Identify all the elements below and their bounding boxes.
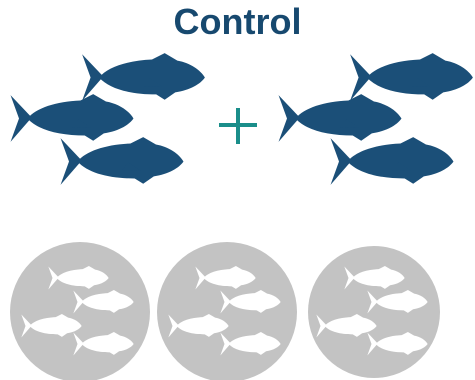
petri-dish-icon xyxy=(157,242,297,380)
petri-dish xyxy=(157,242,297,380)
plus-icon xyxy=(219,108,257,144)
diagram-title: Control xyxy=(173,1,302,42)
fish-icon xyxy=(10,94,134,142)
fish-icon xyxy=(330,137,454,185)
petri-dish-icon xyxy=(10,242,150,380)
right-fish-group xyxy=(278,53,473,185)
petri-dish xyxy=(10,242,150,380)
petri-dish-icon xyxy=(308,246,440,378)
fish-icon xyxy=(82,53,205,101)
fish-icon xyxy=(350,53,473,101)
fish-icon xyxy=(278,94,402,142)
left-fish-group xyxy=(10,53,205,185)
fish-icon xyxy=(60,137,184,185)
petri-dish xyxy=(308,246,440,378)
